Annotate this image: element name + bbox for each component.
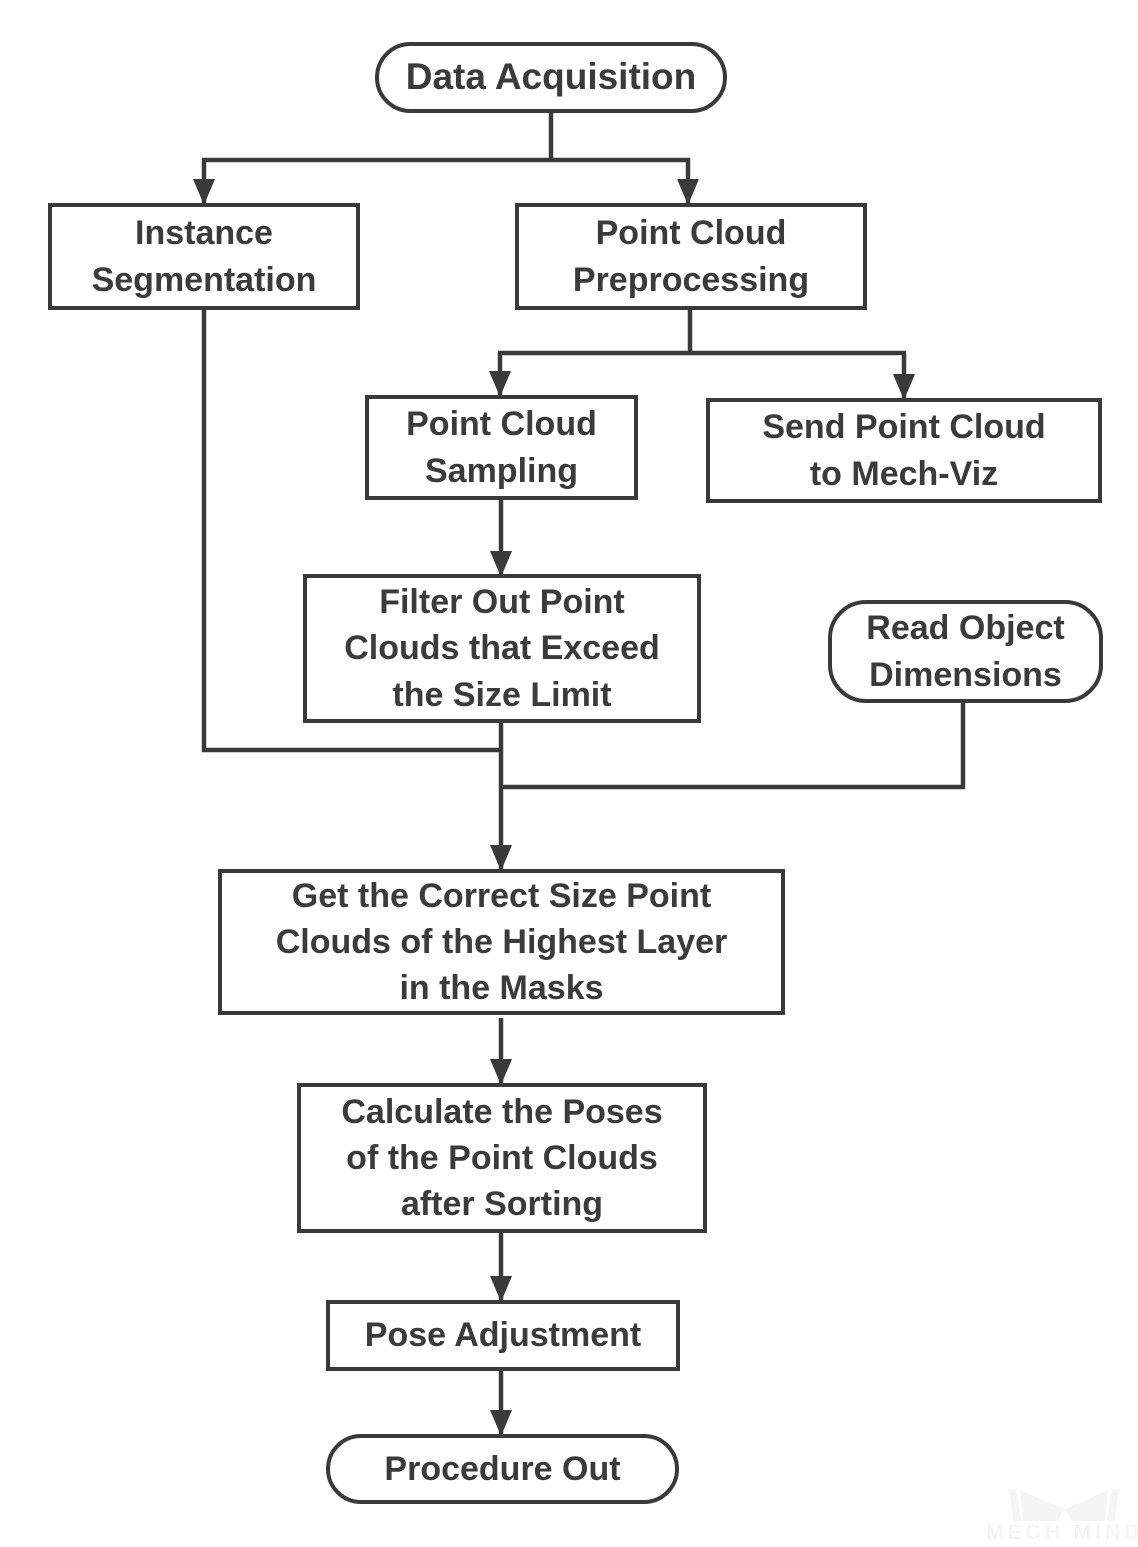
edge-instance-elbow <box>201 310 501 753</box>
node-read-object-dimensions: Read Object Dimensions <box>828 600 1103 703</box>
mech-mind-logo-icon <box>1009 1489 1119 1521</box>
node-instance-segmentation: Instance Segmentation <box>48 203 360 310</box>
node-send-point-cloud-to-mech-viz: Send Point Cloud to Mech-Viz <box>706 398 1102 503</box>
node-get-correct-size-point-clouds: Get the Correct Size Point Clouds of the… <box>218 869 785 1015</box>
node-filter-out-point-clouds: Filter Out Point Clouds that Exceed the … <box>303 574 701 723</box>
node-data-acquisition: Data Acquisition <box>375 42 727 113</box>
node-pose-adjustment: Pose Adjustment <box>326 1300 680 1371</box>
node-procedure-out: Procedure Out <box>326 1434 679 1504</box>
node-calculate-poses: Calculate the Poses of the Point Clouds … <box>297 1083 707 1233</box>
mech-mind-watermark-text: MECH MIND <box>986 1521 1138 1544</box>
edge-read-dimensions-elbow <box>501 703 966 790</box>
node-point-cloud-preprocessing: Point Cloud Preprocessing <box>515 203 867 310</box>
node-point-cloud-sampling: Point Cloud Sampling <box>365 395 638 500</box>
